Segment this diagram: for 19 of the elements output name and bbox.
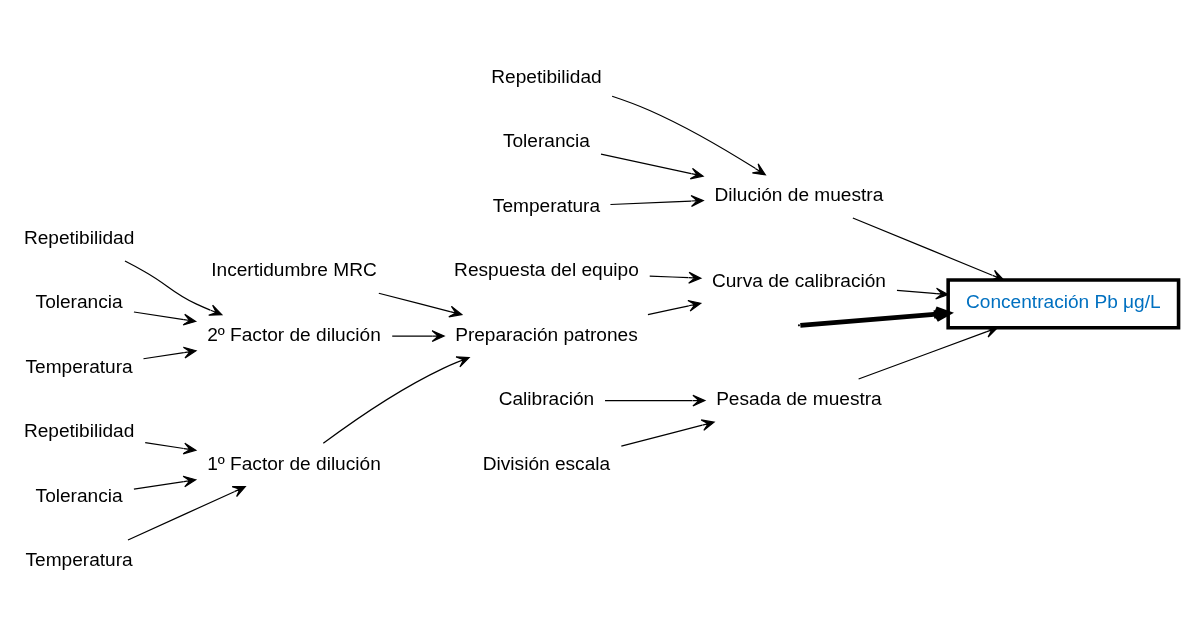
node-text: Preparación patrones	[455, 323, 638, 345]
node-text: Tolerancia	[35, 290, 123, 312]
node-text: Curva de calibración	[711, 269, 886, 291]
node-text: Temperatura	[25, 548, 133, 570]
node-text: Temperatura	[25, 355, 133, 377]
node-text: Respuesta del equipo	[454, 258, 639, 280]
node-text: Repetibilidad	[23, 419, 135, 441]
node-text: 1º Factor de dilución	[207, 452, 381, 474]
node-text: Pesada de muestra	[716, 387, 882, 409]
node-text: Tolerancia	[502, 129, 590, 151]
node-text: 2º Factor de dilución	[207, 323, 381, 345]
node-text: Temperatura	[492, 194, 601, 216]
node-text: Calibración	[498, 387, 595, 409]
node-text: Tolerancia	[35, 484, 123, 506]
node-text: Repetibilidad	[491, 65, 602, 87]
node-text: Dilución de muestra	[714, 183, 884, 205]
node-text: División escala	[482, 452, 611, 474]
node-text: Incertidumbre MRC	[211, 258, 377, 280]
node-text: Repetibilidad	[23, 226, 135, 248]
